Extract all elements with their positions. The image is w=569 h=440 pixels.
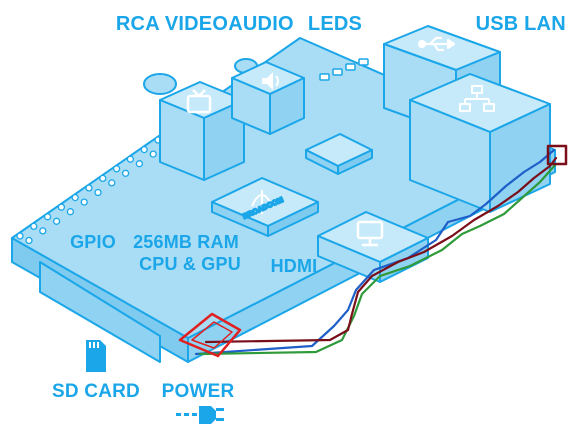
label-sd-card: SD CARD [52, 381, 140, 402]
power-plug-icon [176, 406, 224, 424]
small-chip [305, 133, 373, 175]
gpio-pin [39, 227, 47, 235]
gpio-pin [71, 193, 79, 202]
label-lan: LAN [524, 13, 566, 35]
label-hdmi: HDMI [271, 256, 318, 276]
gpio-pin [112, 165, 121, 173]
usb-icon [417, 36, 456, 52]
gpio-pin [30, 222, 38, 231]
label-audio: AUDIO [228, 13, 293, 35]
gpio-pin [126, 155, 135, 163]
leds [319, 58, 369, 81]
endpoint-marker [546, 144, 568, 166]
speaker-icon [262, 72, 279, 90]
lan-connector [409, 73, 551, 213]
rca-video-connector [143, 73, 245, 181]
label-gpio: GPIO [70, 232, 116, 252]
label-ram: 256MB RAM [133, 232, 239, 252]
gpio-pin [16, 232, 24, 240]
sd-card-icon [86, 340, 106, 372]
label-rca-video: RCA VIDEO [116, 13, 228, 35]
gpio-pin [52, 217, 61, 225]
board-underside [39, 261, 161, 363]
trace-red-marker [178, 312, 242, 358]
label-power: POWER [162, 381, 235, 402]
gpio-pin [135, 160, 144, 168]
label-cpu-gpu: CPU & GPU [139, 254, 241, 274]
gpio-pin [85, 184, 93, 192]
gpio-pin [80, 198, 88, 206]
audio-connector [231, 58, 305, 135]
trace-darkred [204, 156, 558, 344]
gpio-pin [108, 179, 116, 187]
tv-icon [186, 89, 212, 114]
gpio-pin [66, 208, 75, 216]
monitor-icon [356, 220, 384, 247]
network-icon [459, 85, 495, 112]
gpio-pin [25, 236, 33, 245]
label-leds: LEDS [308, 13, 362, 35]
gpio-pin [57, 203, 66, 211]
gpio-pin [94, 188, 102, 197]
trace-blue [194, 148, 556, 356]
gpio-pin [140, 145, 148, 154]
trace-overlay [178, 144, 568, 358]
broadcom-logo-icon [251, 190, 273, 214]
gpio-pin [121, 169, 130, 177]
trace-green [198, 162, 558, 356]
trace-red-marker-inner [191, 321, 233, 349]
gpio-pin [149, 150, 157, 158]
label-usb: USB [476, 13, 519, 35]
gpio-pin [43, 213, 52, 221]
gpio-pin [99, 174, 107, 183]
cpu-chip: BROADCOM [211, 177, 319, 237]
